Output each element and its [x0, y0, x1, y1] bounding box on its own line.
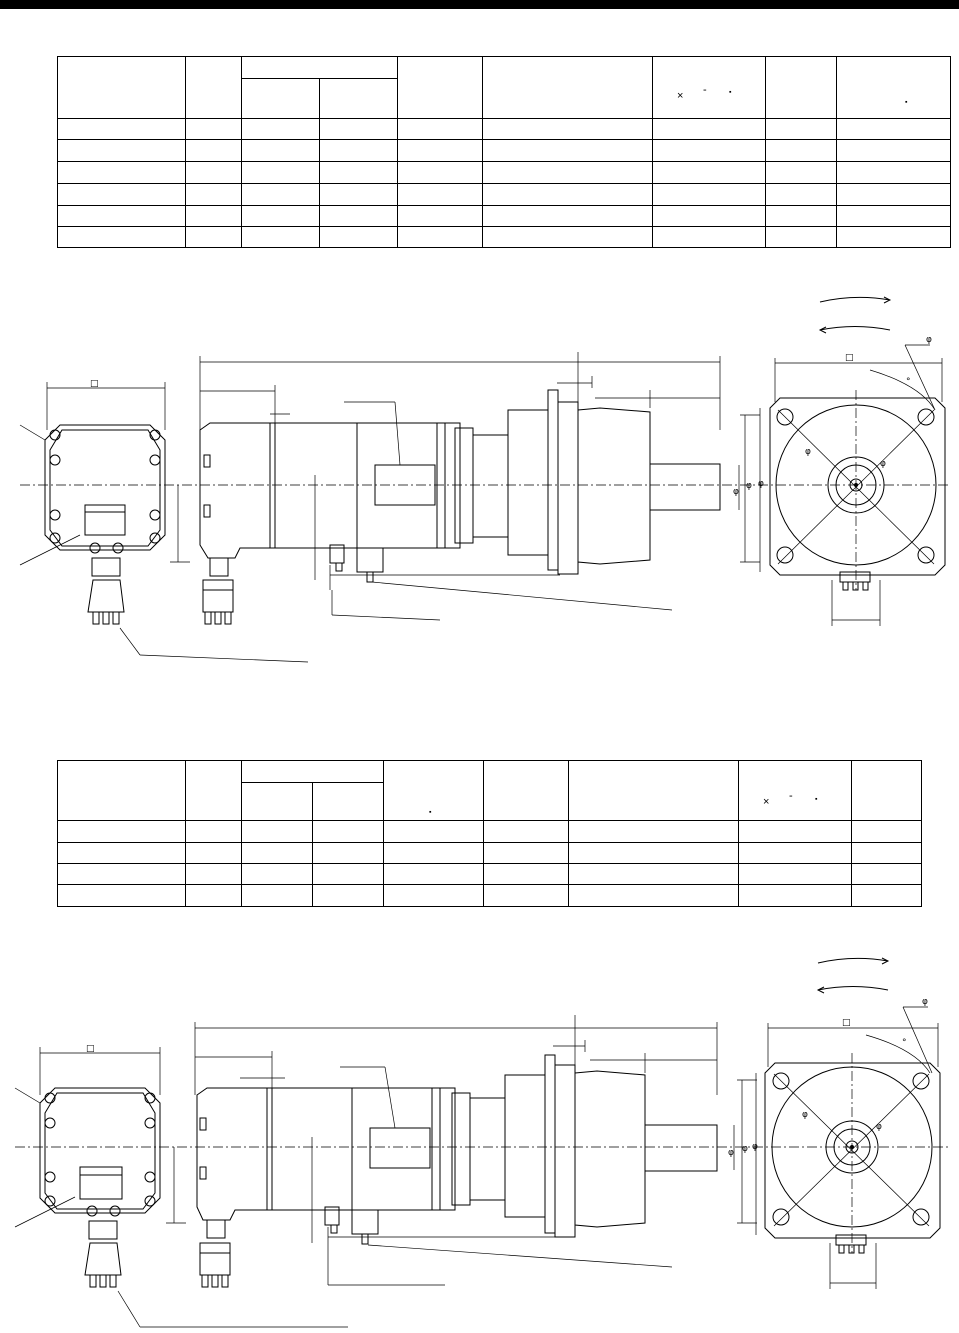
phi-symbol: φ	[752, 1142, 758, 1152]
square-symbol: □	[842, 1018, 851, 1028]
t1-subhead-b	[319, 78, 398, 119]
motor-side-view	[199, 401, 673, 625]
times-mark: ×	[677, 90, 684, 102]
phi-symbol: φ	[802, 1110, 808, 1120]
t1-head-5	[482, 56, 653, 119]
phi-symbol: φ	[926, 335, 932, 345]
dash-mark: -	[789, 790, 793, 802]
t2-subhead-b	[312, 782, 384, 821]
t1-head-2	[185, 56, 242, 119]
table-row	[57, 842, 922, 864]
degree-symbol: °	[902, 1038, 907, 1048]
dot-mark: ▪	[429, 809, 432, 816]
rotation-arrows	[818, 296, 892, 334]
phi-symbol: φ	[805, 447, 811, 457]
t1-head-7	[765, 56, 837, 119]
table-row	[57, 884, 922, 907]
t2-head-4: ▪	[383, 760, 484, 821]
dot-mark: ▪	[729, 89, 732, 96]
dimension-table-2: ▪ × - ▪	[57, 760, 922, 907]
square-symbol: □	[86, 1044, 95, 1054]
table-row	[57, 161, 951, 184]
dimension-table-1: × - ▪ ▪	[57, 56, 951, 248]
t1-head-3	[241, 56, 398, 79]
t2-subhead-a	[241, 782, 313, 821]
t1-head-6: × - ▪	[652, 56, 766, 119]
table-row	[57, 118, 951, 140]
t2-head-1	[57, 760, 186, 821]
dot-mark: ▪	[905, 99, 908, 106]
rear-end-view	[19, 424, 309, 663]
top-rule	[0, 0, 959, 9]
motor-outline-drawing-1: □ □ φ ° φ φ φ φ φ	[19, 296, 950, 663]
t2-head-5	[483, 760, 569, 821]
phi-symbol: φ	[733, 487, 739, 497]
t2-head-7: × - ▪	[738, 760, 852, 821]
flange-front-view	[764, 1034, 941, 1254]
table-row	[57, 820, 922, 843]
t1-head-4	[397, 56, 483, 119]
t2-head-2	[185, 760, 242, 821]
phi-symbol: φ	[922, 997, 928, 1007]
square-symbol: □	[90, 379, 99, 389]
motor-side-view	[196, 1066, 673, 1288]
phi-symbol: φ	[880, 459, 886, 469]
phi-symbol: φ	[728, 1148, 734, 1158]
table-row	[57, 183, 951, 206]
rear-end-view	[14, 1087, 348, 1328]
phi-symbol: φ	[746, 481, 752, 491]
table-row	[57, 139, 951, 162]
flange-front-view	[769, 369, 946, 591]
phi-symbol: φ	[742, 1144, 748, 1154]
phi-symbol: φ	[876, 1122, 882, 1132]
table-row	[57, 226, 951, 248]
motor-outline-drawing-2: □ □ φ ° φ φ φ φ φ	[14, 957, 950, 1328]
gear-reducer	[504, 1054, 718, 1238]
square-symbol: □	[845, 353, 854, 363]
times-mark: ×	[763, 796, 770, 808]
phi-symbol: φ	[758, 479, 764, 489]
table-row	[57, 205, 951, 227]
gear-reducer	[507, 389, 721, 575]
t1-head-1	[57, 56, 186, 119]
t2-head-3	[241, 760, 384, 783]
dimension-lines	[46, 344, 943, 626]
degree-symbol: °	[906, 377, 911, 387]
t2-head-6	[568, 760, 739, 821]
dash-mark: -	[703, 84, 707, 96]
dimension-lines	[39, 1006, 939, 1289]
t1-head-8: ▪	[836, 56, 951, 119]
rotation-arrows	[816, 957, 890, 994]
t2-head-8	[851, 760, 922, 821]
t1-subhead-a	[241, 78, 320, 119]
table-row	[57, 863, 922, 885]
dot-mark: ▪	[815, 796, 818, 803]
